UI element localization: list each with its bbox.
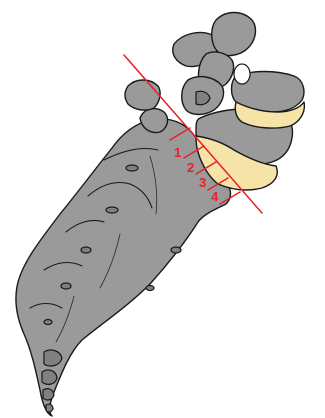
sacral-foramen: [61, 283, 71, 289]
sacral-foramen: [126, 165, 138, 171]
sacral-foramen: [81, 247, 91, 253]
segment-label-4: 4: [211, 189, 219, 204]
superior-articular-process: [212, 13, 256, 56]
segment-label-3: 3: [199, 175, 206, 190]
intervertebral-foramen: [234, 64, 250, 84]
segment-label-1: 1: [174, 145, 181, 160]
sacral-foramen: [146, 286, 154, 291]
coccyx-segment: [43, 389, 54, 400]
sacral-foramen: [106, 207, 118, 213]
coccyx-segment: [44, 350, 62, 366]
inferior-articular-process: [125, 80, 160, 110]
sacral-foramen: [171, 247, 181, 253]
coccyx-segment: [46, 404, 53, 412]
segment-label-2: 2: [187, 160, 194, 175]
coccyx-segment: [42, 370, 57, 384]
sacral-foramen: [44, 320, 52, 325]
